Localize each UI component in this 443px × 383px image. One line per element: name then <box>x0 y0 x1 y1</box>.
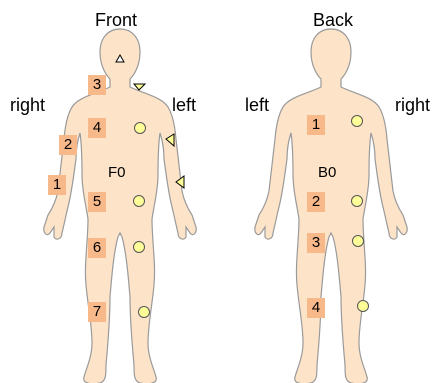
sensor-dot <box>358 301 369 312</box>
back-left-label: left <box>245 95 269 116</box>
front-marker: 6 <box>88 238 106 258</box>
sensor-dot <box>135 123 146 134</box>
front-left-label: left <box>172 95 196 116</box>
back-marker: 1 <box>307 115 325 135</box>
front-center-label: F0 <box>108 164 126 181</box>
sensor-dot <box>353 236 364 247</box>
sensor-dot <box>139 307 150 318</box>
sensor-dot <box>352 116 363 127</box>
front-title: Front <box>95 10 137 31</box>
front-marker: 5 <box>88 192 106 212</box>
back-marker: 3 <box>307 233 325 253</box>
front-marker: 2 <box>59 135 77 155</box>
back-right-label: right <box>395 95 430 116</box>
back-marker: 2 <box>307 192 325 212</box>
back-center-label: B0 <box>318 164 336 181</box>
back-title: Back <box>313 10 353 31</box>
back-silhouette <box>255 29 407 383</box>
sensor-dot <box>134 196 145 207</box>
front-silhouette <box>44 29 196 383</box>
front-marker: 4 <box>88 118 106 138</box>
front-marker: 3 <box>88 75 106 95</box>
sensor-dot <box>352 196 363 207</box>
back-marker: 4 <box>307 298 325 318</box>
front-right-label: right <box>10 95 45 116</box>
front-marker: 7 <box>88 302 106 322</box>
front-marker: 1 <box>48 175 66 195</box>
sensor-dot <box>134 242 145 253</box>
